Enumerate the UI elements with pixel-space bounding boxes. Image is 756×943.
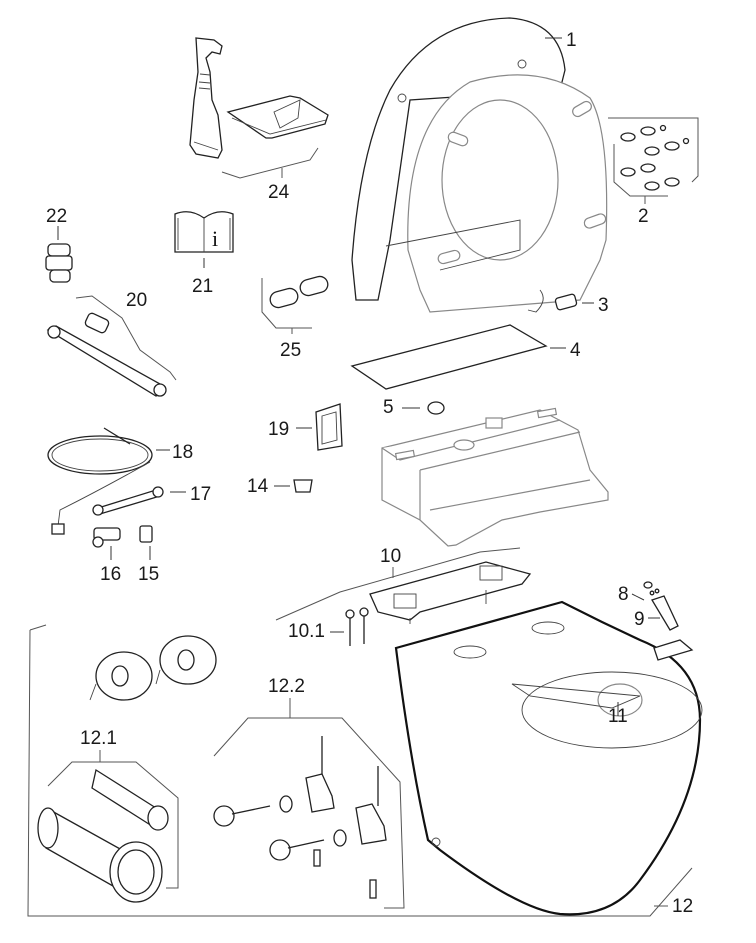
label-12-1: 12.1 (80, 728, 117, 749)
label-2: 2 (638, 206, 649, 227)
label-18: 18 (172, 442, 193, 463)
part-12-1-drain-connector: 12.1 (37, 728, 179, 903)
electronics-housing (381, 407, 609, 547)
label-12-2: 12.2 (268, 676, 305, 697)
label-12: 12 (672, 896, 693, 917)
label-10: 10 (380, 546, 401, 567)
part-25-lid-buffers: 25 (261, 275, 329, 361)
part-8-o-ring-set: 8 (618, 581, 660, 605)
part-3-connector-plug: 3 (527, 289, 609, 316)
label-20: 20 (126, 290, 147, 311)
part-21-instruction-manual: i 21 (174, 211, 234, 297)
label-22: 22 (46, 206, 67, 227)
info-glyph: i (212, 226, 218, 251)
part-5-button-cap: 5 (383, 397, 445, 418)
part-12-2-floor-fixing-set: 12.2 (213, 676, 405, 909)
label-25: 25 (280, 340, 301, 361)
part-10-mounting-plate: 10 (275, 546, 532, 624)
part-9-nozzle: 9 (634, 595, 679, 631)
buffer-pads (620, 124, 690, 191)
label-16: 16 (100, 564, 121, 585)
label-11: 11 (608, 706, 628, 727)
part-17-connection-pipe: 17 (92, 484, 211, 516)
part-19-wall-bracket: 19 (268, 403, 343, 451)
label-3: 3 (598, 295, 609, 316)
label-9: 9 (634, 609, 645, 630)
cleaning-cloth-icon (226, 95, 329, 139)
part-24-cleaning-set: 24 (189, 37, 329, 203)
part-1-seat-and-lid: 1 (351, 17, 608, 313)
label-17: 17 (190, 484, 211, 505)
part-15-adapter-fitting: 15 (138, 525, 159, 585)
sealing-tape-rolls (89, 635, 217, 701)
label-24: 24 (268, 182, 290, 203)
label-8: 8 (618, 584, 629, 605)
label-5: 5 (383, 397, 394, 418)
part-20-flex-hose-set: 20 (46, 290, 177, 397)
part-12-ceramic-bowl: 11 12 (27, 600, 703, 917)
part-10-1-mounting-bolts: 10.1 (288, 607, 369, 646)
part-2-buffer-set: 2 (608, 117, 699, 227)
label-15: 15 (138, 564, 159, 585)
part-22-hose-connector: 22 (45, 206, 73, 283)
label-4: 4 (570, 340, 581, 361)
part-16-t-piece-valve: 16 (92, 527, 121, 585)
label-10-1: 10.1 (288, 621, 325, 642)
part-18-supply-hose: 18 (47, 427, 193, 535)
label-14: 14 (247, 476, 269, 497)
spray-bottle-icon (189, 37, 223, 159)
bracket-line (221, 147, 319, 179)
label-1: 1 (566, 30, 577, 51)
part-14-grommet: 14 (247, 476, 313, 497)
label-19: 19 (268, 419, 289, 440)
label-21: 21 (192, 276, 213, 297)
part-4-seal-mat: 4 (350, 324, 581, 390)
